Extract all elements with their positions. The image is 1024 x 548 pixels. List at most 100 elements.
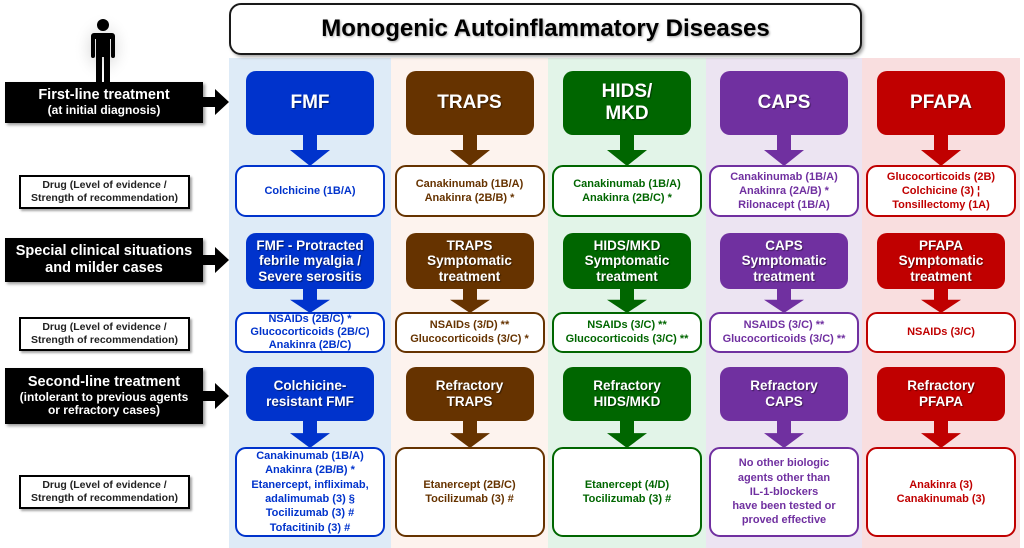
special-header-text: febrile myalgia / (258, 253, 362, 269)
drug-entry: Tonsillectomy (1A) (892, 199, 990, 212)
drug-entry: Canakinumab (1B/A) (573, 177, 681, 190)
drug-entry: Glucocorticoids (2B) (886, 170, 996, 183)
drug-entry: Colchicine (3) ¦ (901, 184, 981, 197)
down-arrow-icon (762, 421, 806, 448)
drug-entry: Anakinra (2B/C) * (582, 192, 672, 204)
down-arrow-icon (288, 289, 332, 313)
drug-entry: Tocilizumab (3) # (582, 493, 672, 505)
disease-header-text: CAPS (757, 92, 811, 114)
disease-header-fmf: FMF (246, 71, 374, 135)
down-arrow-icon (288, 421, 332, 448)
drug-entry: NSAIDs (3/D) ** (429, 319, 510, 332)
second-line-drugs-fmf: Canakinumab (1B/A)Anakinra (2B/B) *Etane… (235, 447, 385, 537)
drug-legend-line1: Drug (Level of evidence / (42, 478, 167, 491)
special-header-text: TRAPS (446, 237, 493, 253)
drug-entry: Etanercept, infliximab, (251, 478, 369, 491)
down-arrow-icon (605, 289, 649, 313)
special-header-text: treatment (910, 268, 972, 284)
disease-header-text: TRAPS (437, 92, 502, 114)
drug-entry: NSAIDS (3/C) ** (743, 319, 825, 332)
second-line-header-text: TRAPS (446, 394, 493, 409)
drug-entry: Anakinra (2A/B) * (739, 184, 829, 197)
disease-header-text: PFAPA (910, 92, 972, 114)
second-line-header-text: Refractory (593, 378, 661, 394)
drug-entry: No other biologic (738, 457, 830, 470)
disease-header-pfapa: PFAPA (877, 71, 1005, 135)
row-label-main: First-line treatment (38, 87, 170, 104)
drug-entry: NSAIDs (3/C) ** (587, 319, 667, 332)
special-header-text: Symptomatic (584, 253, 670, 269)
first-line-drugs-fmf: Colchicine (1B/A) (235, 165, 385, 217)
drug-entry: Etanercept (4/D) (584, 478, 670, 491)
down-arrow-icon (605, 421, 649, 448)
second-line-header-text: Refractory (435, 378, 504, 394)
second-line-header-fmf: Colchicine-resistant FMF (246, 367, 374, 421)
first-line-drugs-hids-mkd: Canakinumab (1B/A) Anakinra (2B/C) * (552, 165, 702, 217)
disease-header-hids-mkd: HIDS/MKD (563, 71, 691, 135)
special-header-text: CAPS (765, 237, 803, 253)
second-line-header-text: CAPS (765, 394, 803, 409)
drug-legend-label: Drug (Level of evidence / Strength of re… (19, 475, 190, 509)
second-line-drugs-hids-mkd: Etanercept (4/D) Tocilizumab (3) # (552, 447, 702, 537)
special-header-text: treatment (753, 268, 815, 284)
special-header-text: Symptomatic (741, 253, 827, 269)
first-line-drugs-pfapa: Glucocorticoids (2B)Colchicine (3) ¦ Tons… (866, 165, 1016, 217)
down-arrow-icon (448, 135, 492, 166)
drug-entry: Glucocorticoids (3/C) ** (565, 332, 689, 345)
drug-legend-line1: Drug (Level of evidence / (42, 178, 167, 191)
special-header-text: treatment (438, 268, 501, 284)
drug-entry: have been tested or (732, 500, 836, 513)
row-label-first-line: First-line treatment (at initial diagnos… (5, 82, 203, 123)
drug-entry: Anakinra (2B/B) * (424, 192, 515, 204)
drug-legend-line2: Strength of recommendation) (30, 334, 178, 346)
disease-header-traps: TRAPS (405, 71, 534, 135)
down-arrow-icon (605, 135, 649, 166)
drug-entry: Tocilizumab (3) # (425, 493, 514, 505)
down-arrow-icon (919, 421, 963, 448)
right-arrow-icon (203, 383, 229, 409)
drug-entry: Glucocorticoids (2B/C) (250, 325, 370, 338)
special-situation-drugs-caps: NSAIDS (3/C) **Glucocorticoids (3/C) ** (709, 312, 859, 353)
right-arrow-icon (203, 247, 229, 273)
special-header-text: HIDS/MKD (593, 237, 661, 253)
drug-entry: Canakinumab (1B/A) (415, 177, 524, 190)
diagram-title-box: Monogenic Autoinflammatory Diseases (229, 3, 862, 55)
disease-header-text: MKD (605, 103, 649, 124)
diagram-title: Monogenic Autoinflammatory Diseases (321, 15, 770, 42)
drug-entry: IL-1-blockers (749, 485, 819, 498)
special-header-text: Symptomatic (427, 253, 512, 269)
down-arrow-icon (762, 135, 806, 166)
special-header-text: PFAPA (918, 237, 963, 253)
first-line-drugs-traps: Canakinumab (1B/A) Anakinra (2B/B) * (394, 165, 545, 217)
drug-legend-line2: Strength of recommendation) (30, 192, 178, 204)
down-arrow-icon (288, 135, 332, 166)
drug-entry: Anakinra (2B/B) * (265, 464, 355, 477)
row-label-special-situations: Special clinical situations and milder c… (5, 238, 203, 282)
special-situation-drugs-fmf: NSAIDs (2B/C) *Glucocorticoids (2B/C)Ana… (235, 312, 385, 353)
special-situation-drugs-traps: NSAIDs (3/D) **Glucocorticoids (3/C) * (394, 312, 545, 353)
person-icon (70, 8, 136, 85)
row-label-sub-line2: or refractory cases) (47, 403, 161, 418)
right-arrow-icon (203, 89, 229, 115)
drug-entry: Tofacitinib (3) # (269, 521, 351, 534)
drug-entry: Canakinumab (1B/A) (256, 450, 364, 463)
down-arrow-icon (762, 289, 806, 313)
special-header-text: FMF - Protracted (256, 237, 364, 253)
second-line-header-text: Refractory (750, 378, 818, 394)
special-situation-drugs-hids-mkd: NSAIDs (3/C) **Glucocorticoids (3/C) ** (552, 312, 702, 353)
drug-entry: Colchicine (1B/A) (264, 184, 356, 197)
drug-entry: Canakinumab (1B/A) (730, 170, 838, 183)
special-header-text: Severe serositis (258, 268, 362, 284)
drug-entry: NSAIDs (3/C) (907, 325, 975, 338)
row-label-second-line: Second-line treatment (intolerant to pre… (5, 368, 203, 424)
down-arrow-icon (919, 289, 963, 313)
row-label-sub: (at initial diagnosis) (47, 102, 161, 117)
first-line-drugs-caps: Canakinumab (1B/A)Anakinra (2A/B) *Rilon… (709, 165, 859, 217)
